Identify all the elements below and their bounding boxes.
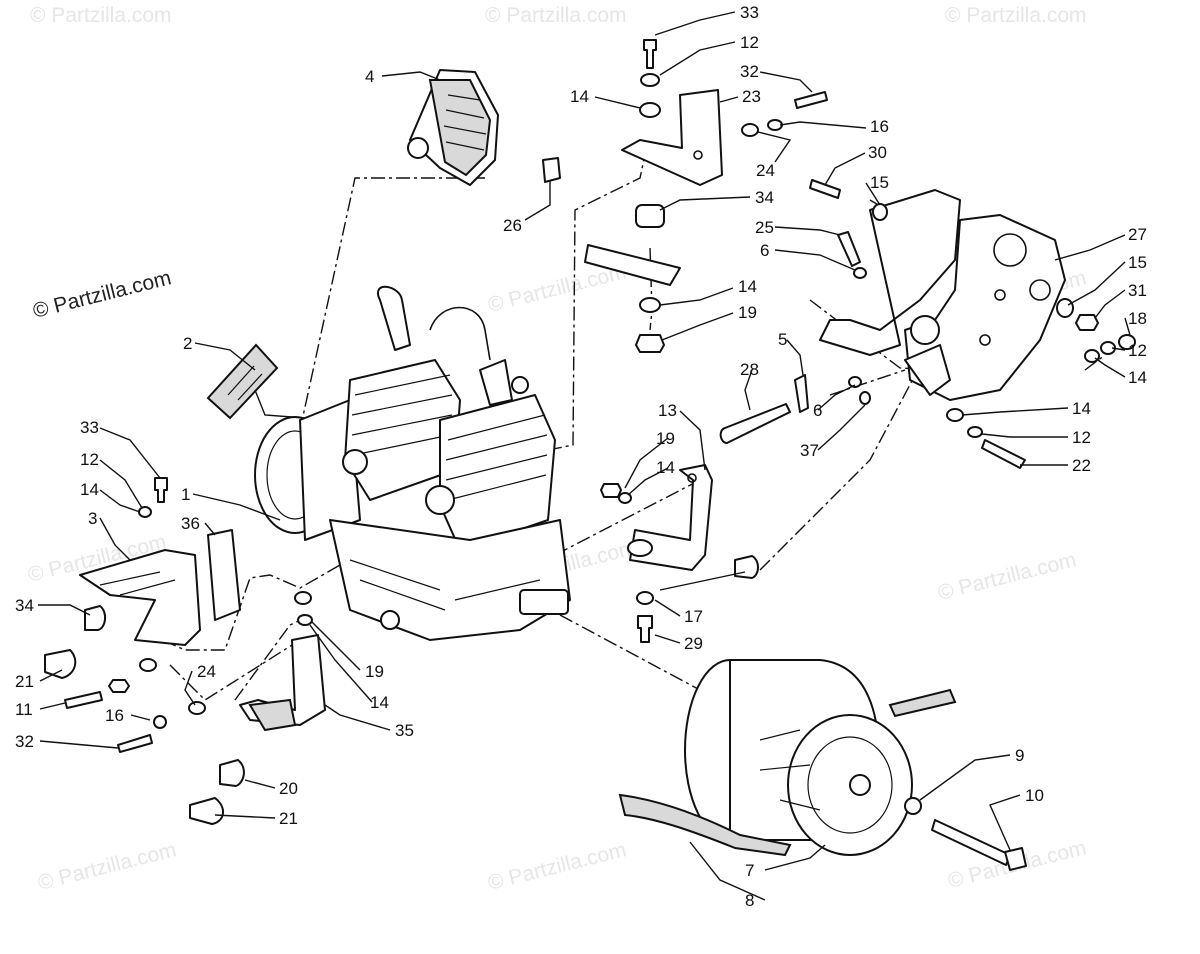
part-23-upper-bracket xyxy=(621,89,723,186)
watermark-layer: © Partzilla.com © Partzilla.com © Partzi… xyxy=(26,4,1089,895)
watermark: © Partzilla.com xyxy=(30,4,172,27)
callout-labels: 33 12 32 14 23 16 24 30 15 4 26 34 25 6 … xyxy=(15,3,1147,910)
callout-21: 21 xyxy=(15,672,34,691)
callout-25: 25 xyxy=(755,218,774,237)
callout-32: 32 xyxy=(15,732,34,751)
part-7-drive-clutch xyxy=(684,659,913,856)
callout-12: 12 xyxy=(1072,428,1091,447)
callout-12: 12 xyxy=(80,450,99,469)
callout-14: 14 xyxy=(656,458,675,477)
callout-27: 27 xyxy=(1128,225,1147,244)
callout-3: 3 xyxy=(88,509,97,528)
callout-10: 10 xyxy=(1025,786,1044,805)
watermark: © Partzilla.com xyxy=(36,838,179,895)
callout-14: 14 xyxy=(370,693,389,712)
watermark: © Partzilla.com xyxy=(486,838,629,895)
callout-37: 37 xyxy=(800,441,819,460)
part-34-upper-mount xyxy=(584,204,681,286)
part-35-lower-bracket xyxy=(189,591,326,825)
part-28-bolt xyxy=(719,374,871,444)
part-1-engine xyxy=(254,285,571,641)
callout-14: 14 xyxy=(570,87,589,106)
callout-12: 12 xyxy=(1128,341,1147,360)
callout-5: 5 xyxy=(778,330,787,349)
callout-7: 7 xyxy=(745,861,754,880)
callout-15: 15 xyxy=(870,173,889,192)
part-2-suzuki-badge xyxy=(206,343,279,420)
callout-22: 22 xyxy=(1072,456,1091,475)
callout-30: 30 xyxy=(868,143,887,162)
callout-6: 6 xyxy=(760,241,769,260)
callout-6: 6 xyxy=(813,401,822,420)
callout-33: 33 xyxy=(740,3,759,22)
part-8-drive-belt xyxy=(618,688,957,857)
callout-14: 14 xyxy=(1072,399,1091,418)
callout-2: 2 xyxy=(183,334,192,353)
callout-4: 4 xyxy=(365,67,374,86)
right-fasteners xyxy=(809,179,1136,469)
callout-31: 31 xyxy=(1128,281,1147,300)
watermark: © Partzilla.com xyxy=(945,4,1087,27)
callout-29: 29 xyxy=(684,634,703,653)
callout-17: 17 xyxy=(684,607,703,626)
callout-8: 8 xyxy=(745,891,754,910)
callout-34: 34 xyxy=(755,188,774,207)
callout-19: 19 xyxy=(738,303,757,322)
callout-1: 1 xyxy=(181,485,190,504)
callout-33: 33 xyxy=(80,418,99,437)
callout-14: 14 xyxy=(1128,368,1147,387)
callout-14: 14 xyxy=(738,277,757,296)
leader-lines xyxy=(38,11,1131,901)
callout-21: 21 xyxy=(279,809,298,828)
callout-14: 14 xyxy=(80,480,99,499)
callout-20: 20 xyxy=(279,779,298,798)
part-4-guard xyxy=(407,69,561,186)
callout-16: 16 xyxy=(105,706,124,725)
callout-15: 15 xyxy=(1128,253,1147,272)
callout-9: 9 xyxy=(1015,746,1024,765)
callout-11: 11 xyxy=(15,700,33,719)
watermark: © Partzilla.com xyxy=(485,4,627,27)
upper-fasteners xyxy=(635,39,828,353)
callout-19: 19 xyxy=(365,662,384,681)
clutch-fasteners xyxy=(904,797,1027,871)
partzilla-credit: © Partzilla.com xyxy=(31,266,174,323)
callout-34: 34 xyxy=(15,596,34,615)
callout-32: 32 xyxy=(740,62,759,81)
watermark: © Partzilla.com xyxy=(936,548,1079,605)
callout-24: 24 xyxy=(756,161,775,180)
callout-12: 12 xyxy=(740,33,759,52)
callout-26: 26 xyxy=(503,216,522,235)
callout-13: 13 xyxy=(658,401,677,420)
callout-16: 16 xyxy=(870,117,889,136)
callout-23: 23 xyxy=(742,87,761,106)
part-3-left-bracket xyxy=(44,477,241,679)
callout-36: 36 xyxy=(181,514,200,533)
callout-18: 18 xyxy=(1128,309,1147,328)
callout-28: 28 xyxy=(740,360,759,379)
callout-24: 24 xyxy=(197,662,216,681)
part-27-right-bracket xyxy=(819,189,1066,401)
callout-19: 19 xyxy=(656,429,675,448)
callout-35: 35 xyxy=(395,721,414,740)
left-fasteners xyxy=(64,658,206,753)
